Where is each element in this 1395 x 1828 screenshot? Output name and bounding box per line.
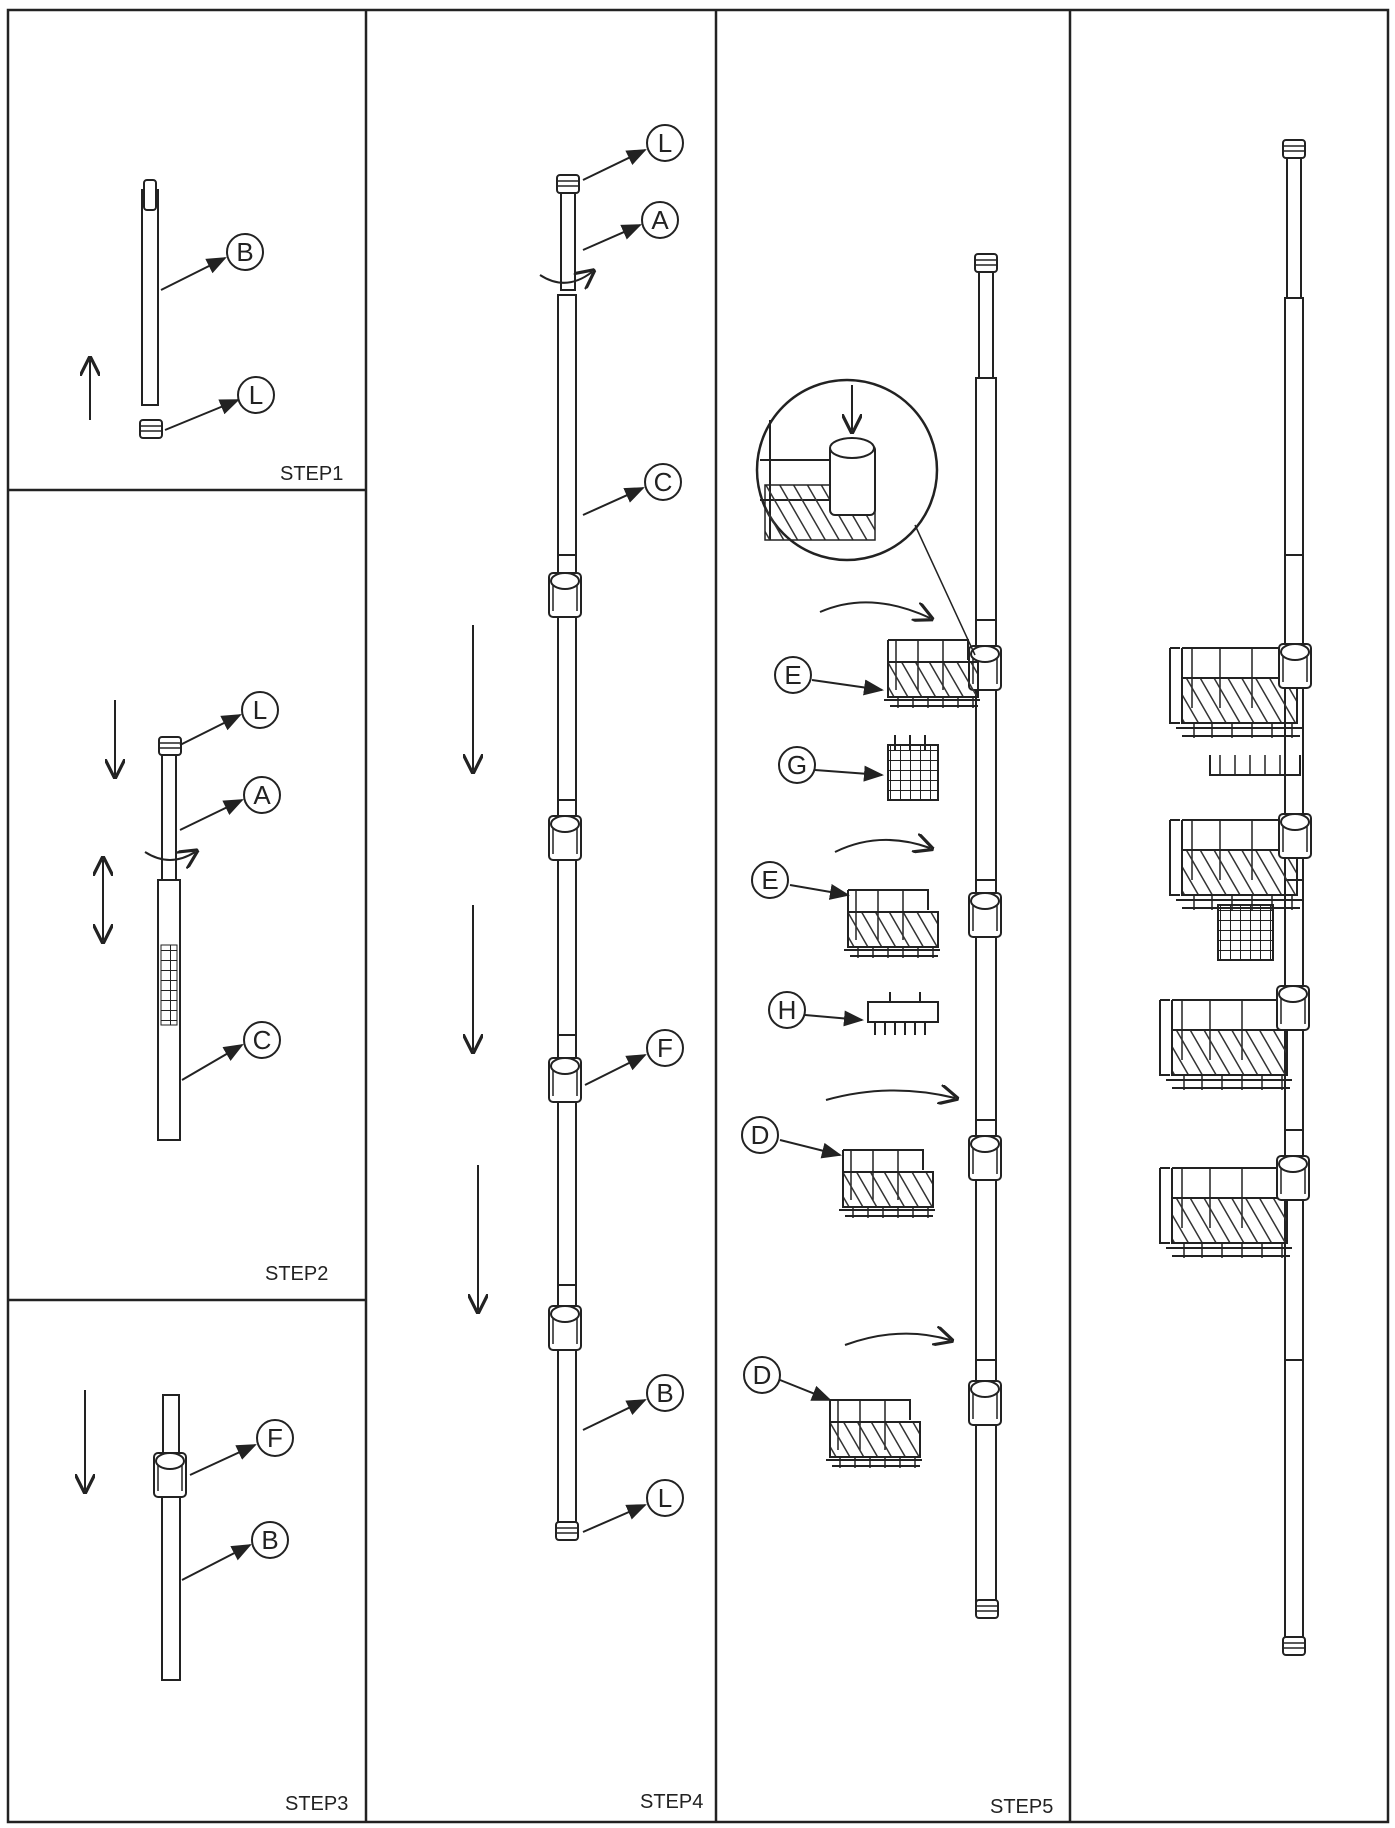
part-label-l: L bbox=[658, 1483, 672, 1513]
step4-label: STEP4 bbox=[640, 1791, 703, 1813]
part-label-b: B bbox=[261, 1525, 278, 1555]
step1-panel: B L STEP1 bbox=[90, 179, 343, 485]
part-label-f: F bbox=[267, 1423, 283, 1453]
part-label-f: F bbox=[657, 1033, 673, 1063]
part-label-c: C bbox=[654, 467, 673, 497]
step5-panel: E G E H D D STEP5 bbox=[741, 253, 1053, 1818]
step2-label: STEP2 bbox=[265, 1263, 328, 1285]
step5-label: STEP5 bbox=[990, 1796, 1053, 1818]
step2-panel: L A C STEP2 bbox=[103, 691, 328, 1285]
part-label-l: L bbox=[249, 380, 263, 410]
panel-borders bbox=[6, 8, 1390, 1824]
part-label-b: B bbox=[656, 1378, 673, 1408]
part-label-h: H bbox=[778, 995, 797, 1025]
part-label-g: G bbox=[787, 750, 807, 780]
step3-label: STEP3 bbox=[285, 1793, 348, 1815]
part-label-c: C bbox=[253, 1025, 272, 1055]
part-label-a: A bbox=[253, 780, 271, 810]
step4-panel: L A C F B L STEP4 bbox=[473, 124, 703, 1813]
part-label-l: L bbox=[253, 695, 267, 725]
step3-panel: F B STEP3 bbox=[85, 1390, 348, 1815]
final-assembly-panel bbox=[1159, 139, 1312, 1656]
part-label-d: D bbox=[751, 1120, 770, 1150]
part-label-e: E bbox=[784, 660, 801, 690]
step1-label: STEP1 bbox=[280, 463, 343, 485]
part-label-b: B bbox=[236, 237, 253, 267]
part-label-e: E bbox=[761, 865, 778, 895]
twist-arrow bbox=[144, 852, 195, 860]
twist-arrow bbox=[539, 272, 592, 283]
part-label-d: D bbox=[753, 1360, 772, 1390]
part-label-l: L bbox=[658, 128, 672, 158]
part-label-a: A bbox=[651, 205, 669, 235]
